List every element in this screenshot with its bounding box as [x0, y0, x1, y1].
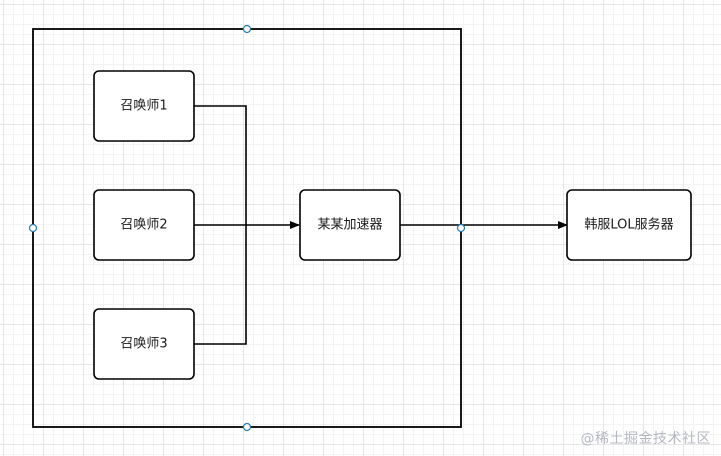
- node-summoner2[interactable]: 召唤师2: [93, 189, 195, 261]
- container-handle-left[interactable]: [28, 223, 38, 233]
- container-handle-right[interactable]: [456, 223, 466, 233]
- container-handle-top[interactable]: [242, 24, 252, 34]
- container-handle-bottom[interactable]: [242, 422, 252, 432]
- node-summoner3[interactable]: 召唤师3: [93, 308, 195, 380]
- node-summoner3-label: 召唤师3: [120, 337, 167, 352]
- node-summoner1-label: 召唤师1: [120, 99, 167, 114]
- node-server-label: 韩服LOL服务器: [584, 217, 673, 233]
- node-server[interactable]: 韩服LOL服务器: [566, 189, 692, 261]
- node-summoner1[interactable]: 召唤师1: [93, 70, 195, 142]
- edge-summoner1-to-accelerator[interactable]: [194, 105, 247, 225]
- node-accelerator[interactable]: 某某加速器: [299, 189, 401, 261]
- watermark: @稀土掘金技术社区: [580, 431, 711, 447]
- node-summoner2-label: 召唤师2: [120, 218, 167, 233]
- edge-summoner3-to-accelerator[interactable]: [194, 225, 247, 345]
- node-accelerator-label: 某某加速器: [317, 218, 382, 233]
